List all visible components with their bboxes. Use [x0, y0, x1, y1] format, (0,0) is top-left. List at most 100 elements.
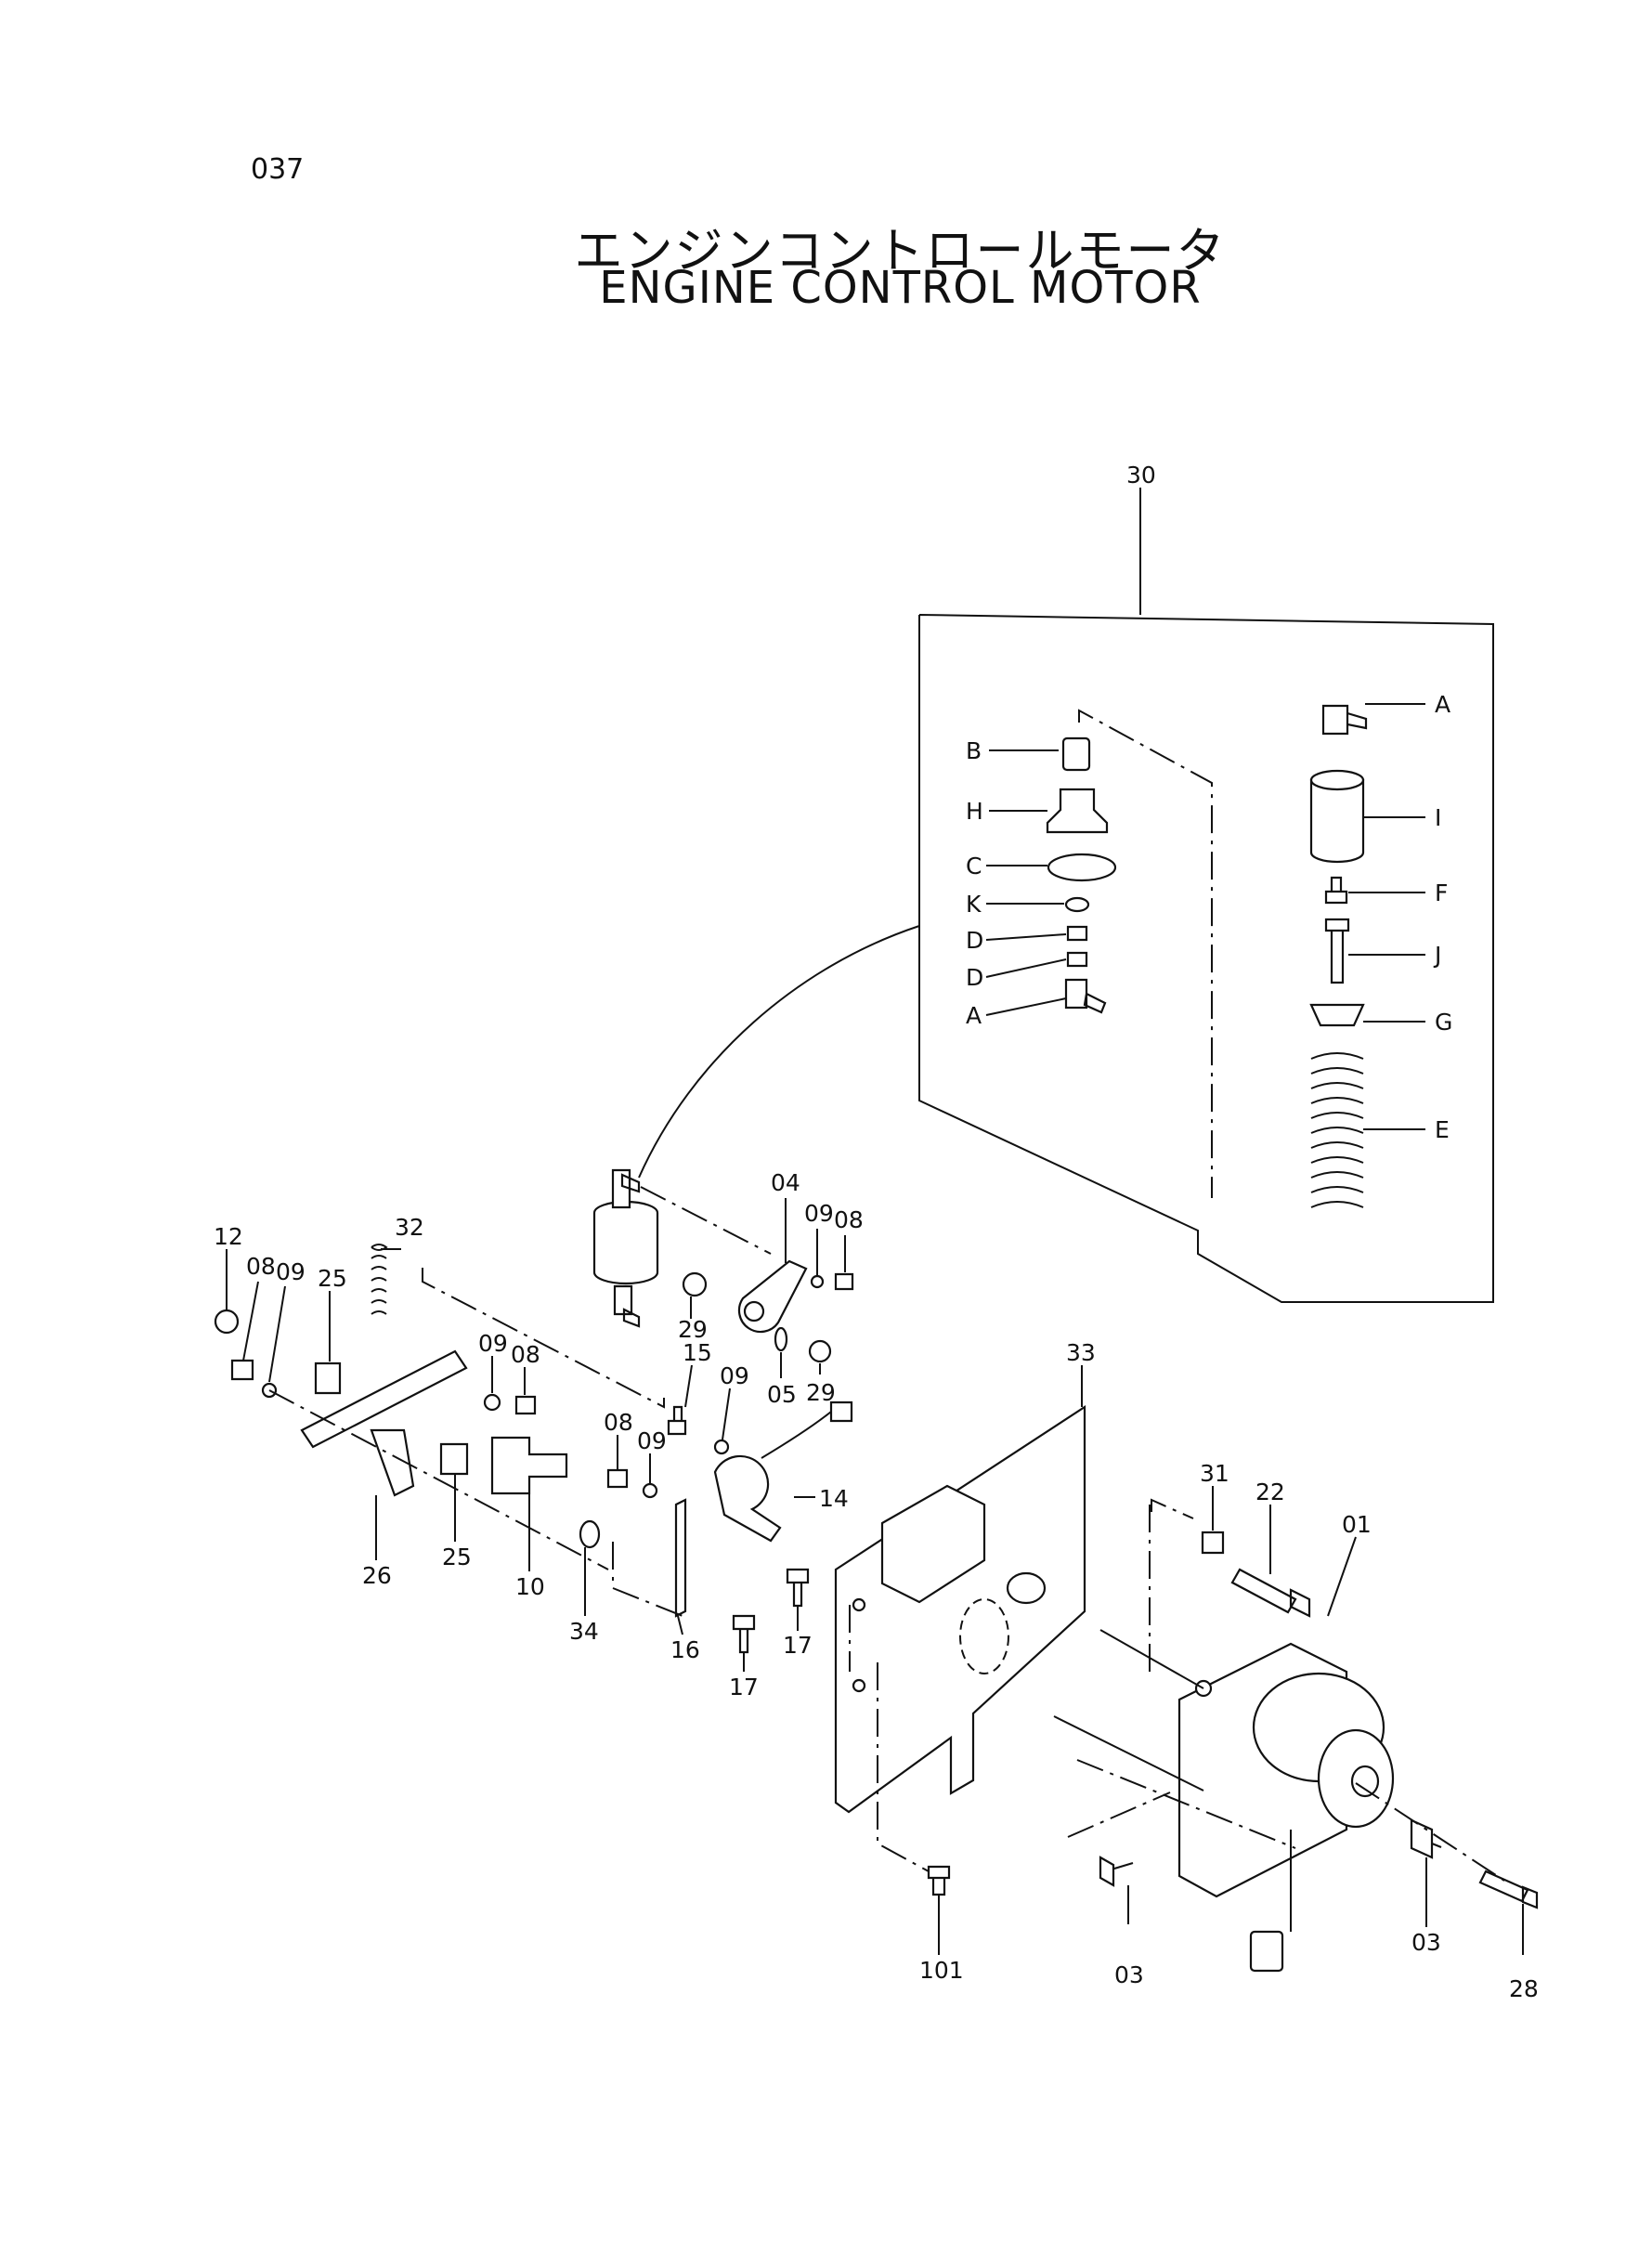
- callout-25-upper: 25: [318, 1265, 347, 1292]
- callout-101: 101: [919, 1957, 964, 1984]
- cable-actuator: [592, 1168, 772, 1328]
- callout-08-sensor: 08: [604, 1409, 633, 1436]
- bushing-25a-shape: [314, 1362, 342, 1395]
- callout-b: B: [966, 737, 982, 764]
- callout-g: G: [1435, 1009, 1452, 1036]
- clip-12-shape: [214, 1309, 240, 1335]
- callout-d-upper: D: [966, 927, 983, 954]
- washer-09e-shape: [642, 1482, 658, 1499]
- callout-28: 28: [1509, 1975, 1539, 2002]
- bolt-22-shape: [1230, 1568, 1311, 1618]
- callout-12: 12: [214, 1223, 243, 1250]
- callout-17-left: 17: [729, 1674, 759, 1700]
- clip-29b-shape: [808, 1339, 832, 1363]
- cap-i-shape: [1309, 778, 1365, 864]
- callout-32: 32: [395, 1214, 424, 1241]
- washer-09a-shape: [810, 1274, 825, 1289]
- callout-a-lower: A: [966, 1002, 982, 1029]
- callout-10: 10: [515, 1573, 545, 1600]
- connector-14-shape: [829, 1401, 853, 1423]
- bolt-15-shape: [667, 1405, 687, 1436]
- ring-34-shape: [579, 1519, 601, 1549]
- clip-03b-shape: [1410, 1818, 1442, 1859]
- title-english: ENGINE CONTROL MOTOR: [599, 262, 1202, 314]
- callout-labels: 30 A B H C K D D A I F J G E 04 09 08 12…: [214, 462, 1539, 2002]
- callout-09-top: 09: [804, 1200, 834, 1227]
- plate-26-shape: [370, 1428, 415, 1497]
- bracket-16-shape: [674, 1498, 687, 1618]
- nut-08b-shape: [230, 1359, 254, 1381]
- callout-h: H: [966, 798, 983, 825]
- bracket-33-box-shape: [880, 1484, 986, 1604]
- callout-03-center: 03: [1114, 1961, 1144, 1988]
- bolt-101-shape: [927, 1865, 951, 1896]
- callout-01: 01: [1342, 1511, 1372, 1538]
- nut-d1-shape: [1066, 925, 1088, 942]
- lever-04-group: [682, 1198, 854, 1378]
- callout-14: 14: [819, 1485, 849, 1512]
- callout-c: C: [966, 853, 982, 879]
- callout-33: 33: [1066, 1339, 1096, 1366]
- callout-29-right: 29: [806, 1379, 836, 1406]
- ball-joint-a1-shape: [1321, 704, 1368, 736]
- callout-i: I: [1435, 804, 1441, 831]
- callout-26: 26: [362, 1562, 392, 1589]
- snap-ring-c-shape: [1047, 853, 1117, 882]
- connector-01-shape: [1249, 1930, 1284, 1973]
- nut-31-shape: [1201, 1531, 1225, 1555]
- washer-09c-shape: [483, 1393, 501, 1412]
- inset-assembly-30: [638, 488, 1494, 1303]
- nut-08a-shape: [834, 1272, 854, 1291]
- page-number: 037: [251, 153, 305, 186]
- left-lever-assembly: [214, 1244, 665, 1616]
- callout-09-left: 09: [276, 1258, 306, 1285]
- collar-h-shape: [1046, 788, 1109, 834]
- bracket-33: [834, 1365, 1151, 1814]
- actuator-cylinder-shape: [592, 1200, 659, 1285]
- screw-f-shape: [1324, 876, 1348, 905]
- callout-05: 05: [767, 1381, 797, 1408]
- motor-01: [1053, 1536, 1395, 1973]
- bolt-28-shape: [1478, 1870, 1539, 1909]
- callout-16: 16: [670, 1636, 700, 1663]
- hardware-group: [877, 1486, 1539, 1955]
- callout-k: K: [966, 891, 982, 918]
- callout-29-left: 29: [678, 1316, 708, 1343]
- callout-09-bracket: 09: [637, 1427, 667, 1454]
- callout-08-top: 08: [834, 1206, 864, 1233]
- bushing-b-shape: [1061, 736, 1091, 772]
- spring-e-shape: [1310, 1052, 1364, 1208]
- key-05-shape: [774, 1326, 788, 1352]
- callout-08-left: 08: [246, 1253, 276, 1280]
- spring-seat-g-shape: [1309, 1003, 1365, 1027]
- lever-26-shape: [300, 1349, 468, 1449]
- sensor-14-shape: [713, 1454, 782, 1543]
- bolt-17b-shape: [732, 1614, 756, 1654]
- shaft-10-shape: [490, 1436, 568, 1495]
- callout-15: 15: [683, 1339, 712, 1366]
- lever-04-shape: [737, 1259, 808, 1334]
- bushing-25b-shape: [439, 1442, 469, 1476]
- callout-04: 04: [771, 1169, 800, 1196]
- callout-a-upper: A: [1435, 691, 1450, 718]
- callout-31: 31: [1200, 1460, 1229, 1487]
- callout-j: J: [1433, 942, 1441, 969]
- callout-03-right: 03: [1411, 1929, 1441, 1956]
- callout-f: F: [1435, 879, 1448, 906]
- washer-k-shape: [1064, 896, 1090, 913]
- callout-09-mid: 09: [478, 1330, 508, 1357]
- sensor-assembly: [606, 1364, 853, 1672]
- callout-25-lower: 25: [442, 1544, 472, 1570]
- callout-09-sensor: 09: [720, 1362, 749, 1389]
- clip-29a-shape: [682, 1271, 708, 1297]
- callout-22: 22: [1255, 1479, 1285, 1505]
- nut-08c-shape: [514, 1395, 537, 1415]
- callout-34: 34: [569, 1618, 599, 1645]
- title-japanese: エンジンコントロールモータ: [574, 224, 1227, 280]
- washer-09d-shape: [713, 1439, 730, 1455]
- callout-17-right: 17: [783, 1632, 813, 1659]
- callout-08-mid: 08: [511, 1341, 540, 1368]
- bracket-33-shape: [834, 1404, 1086, 1814]
